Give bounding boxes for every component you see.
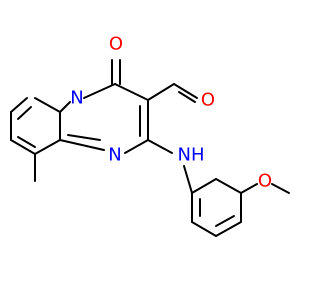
bond [34, 97, 61, 113]
bond [191, 221, 217, 237]
bond [124, 139, 149, 154]
bond [178, 91, 196, 103]
methoxy-oxygen-label: O [258, 171, 272, 192]
bond [173, 83, 198, 99]
bond [215, 221, 242, 237]
amine-label: NH [178, 145, 205, 166]
aldehyde-oxygen-label: O [201, 90, 215, 111]
chemical-structure: O N N O NH O [10, 34, 290, 237]
bond [114, 83, 149, 101]
bond [147, 139, 173, 154]
bridge-nitrogen-label: N [70, 88, 83, 109]
bond [10, 139, 36, 155]
bond [10, 97, 28, 113]
bond [183, 165, 193, 194]
bond [240, 183, 258, 194]
carbonyl-oxygen-label: O [109, 34, 123, 55]
bond [215, 215, 235, 227]
bond [191, 178, 217, 194]
ring-nitrogen-label: N [108, 145, 121, 166]
bond [59, 101, 71, 113]
bond [17, 136, 36, 148]
bond [59, 139, 105, 151]
bond [215, 178, 242, 194]
bond [17, 106, 32, 120]
bond [83, 83, 116, 99]
bond [34, 139, 61, 155]
bond [271, 183, 290, 194]
bond [147, 83, 175, 101]
bond [67, 134, 101, 141]
